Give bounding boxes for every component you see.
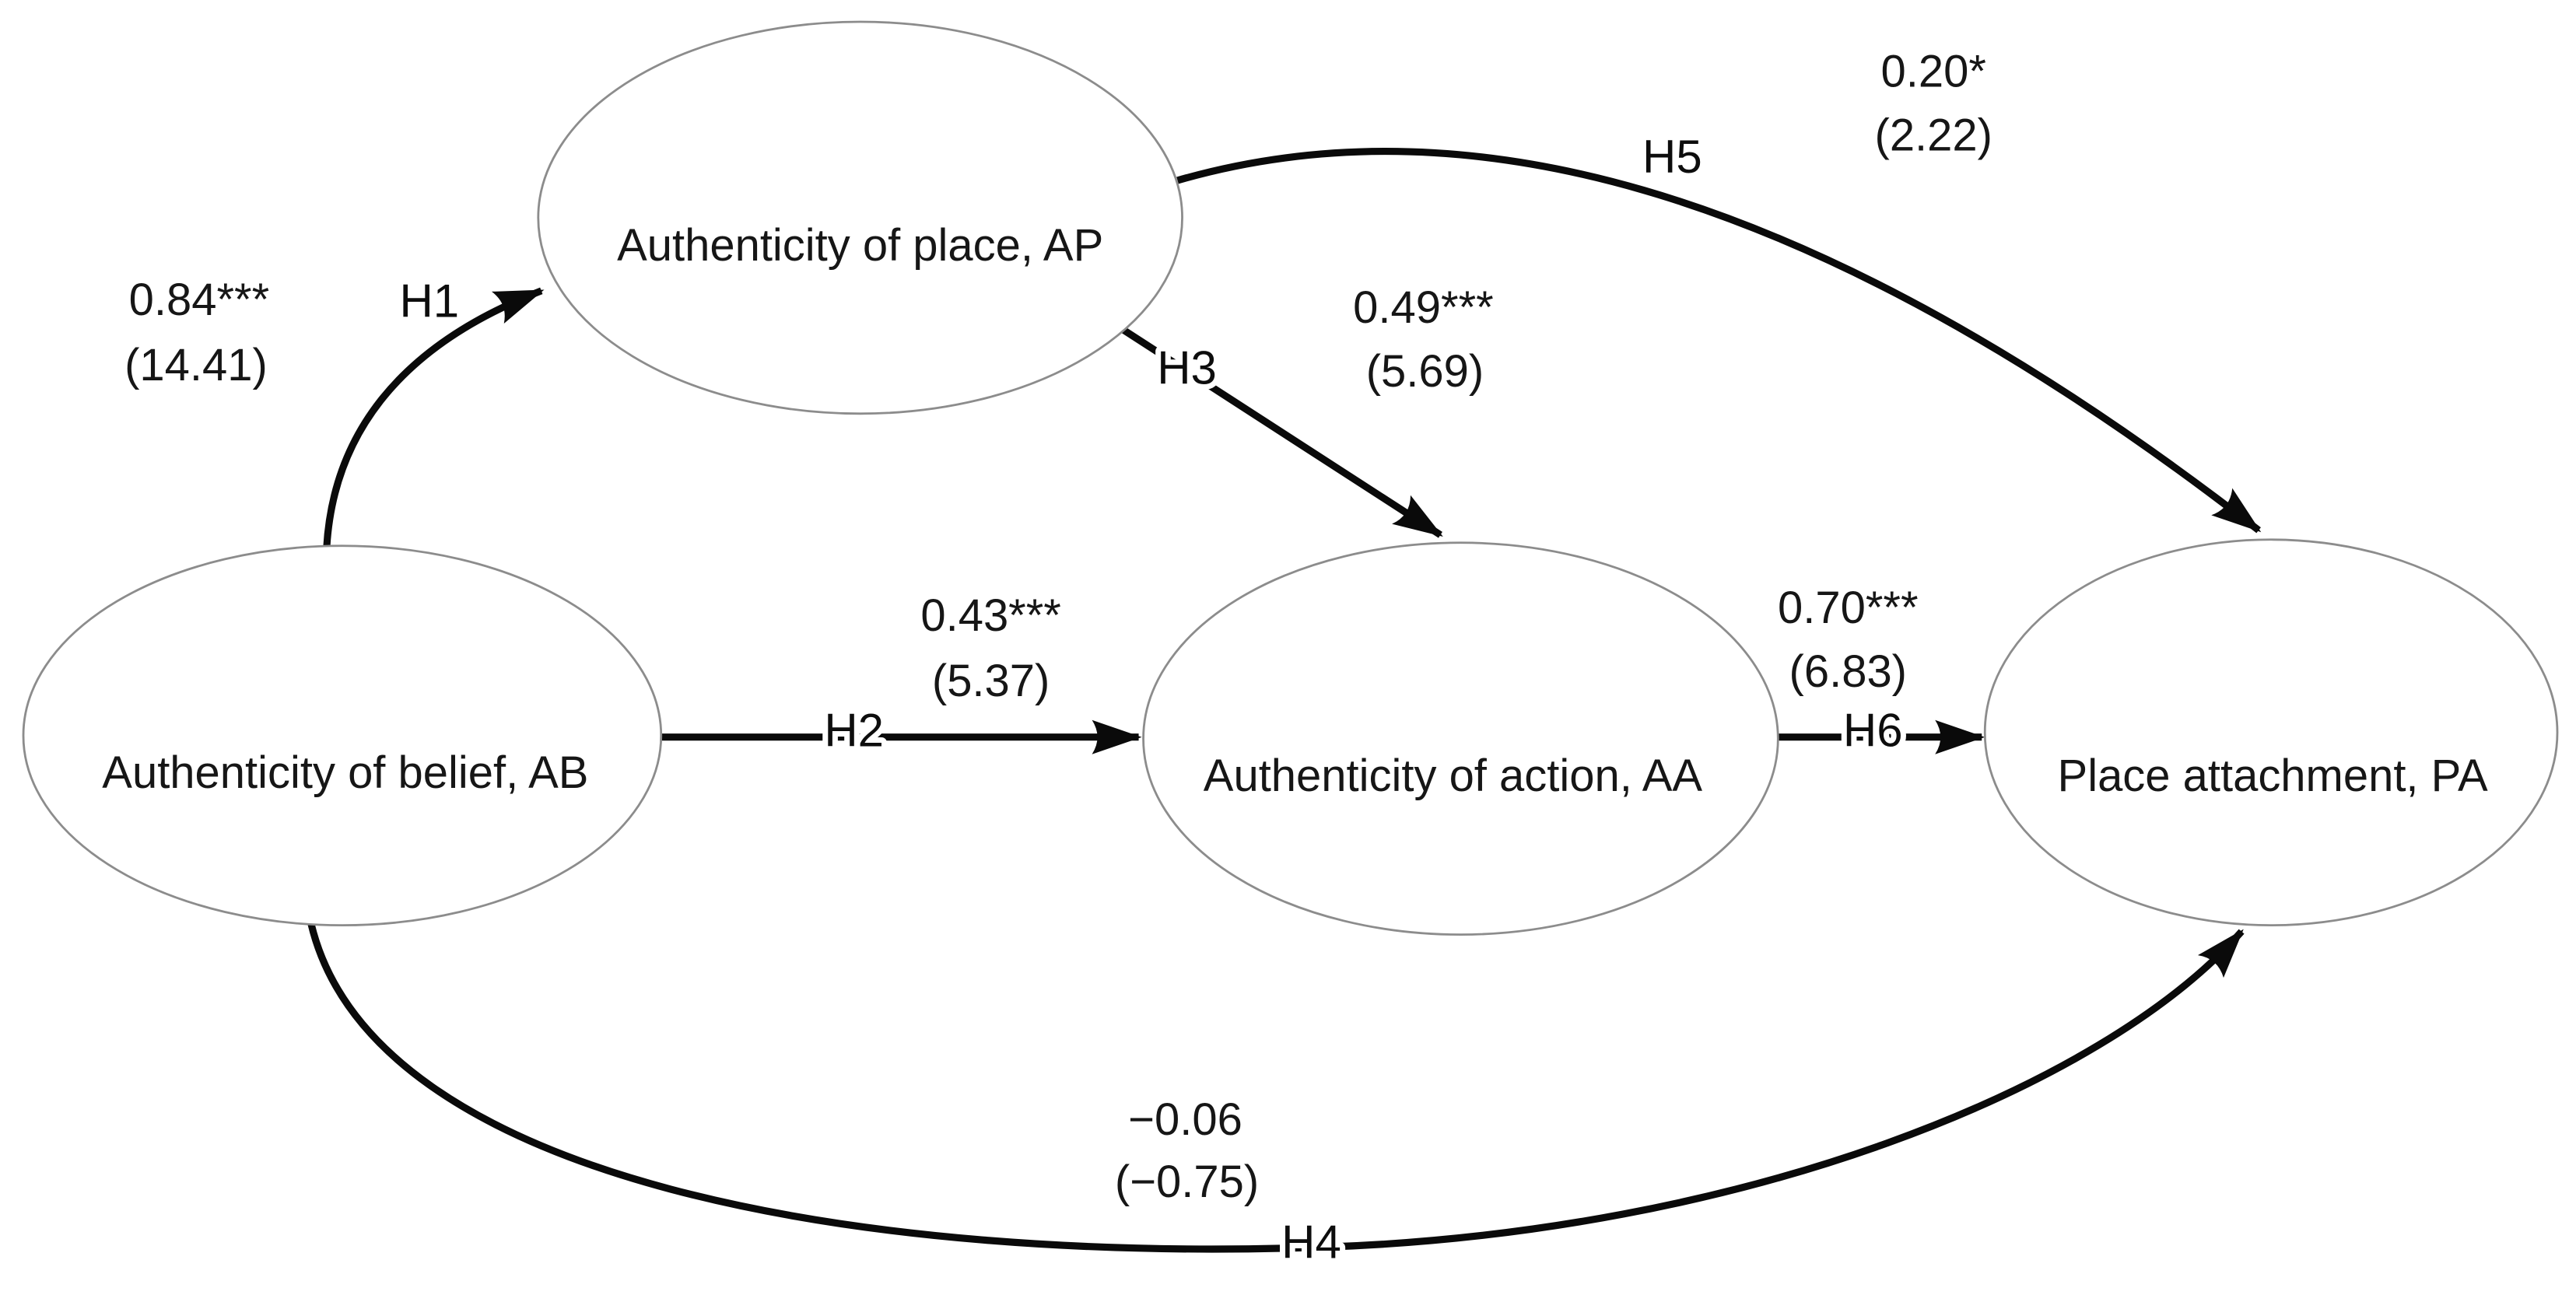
coef-h6: 0.70*** (1778, 583, 1919, 633)
label-h1: H1 (400, 275, 460, 327)
coef-h1: 0.84*** (129, 275, 270, 325)
node-ap-ellipse (537, 20, 1183, 415)
arrow-h1 (323, 287, 545, 548)
label-h3: H3 (1157, 342, 1217, 394)
label-h5: H5 (1642, 131, 1702, 183)
tval-h3: (5.69) (1366, 347, 1484, 397)
coef-h3: 0.49*** (1353, 283, 1494, 333)
coef-h4: −0.06 (1128, 1095, 1242, 1145)
tval-h1: (14.41) (124, 341, 268, 390)
node-aa-ellipse (1142, 541, 1779, 936)
node-pa-label: Place attachment, PA (2058, 751, 2488, 801)
node-ab-ellipse (22, 544, 663, 927)
arrow-h5 (1176, 147, 2262, 534)
node-pa-ellipse (1983, 538, 2559, 927)
arrow-h4 (307, 922, 2245, 1253)
coef-h5: 0.20* (1881, 47, 1986, 96)
arrow-h3 (1121, 327, 1443, 538)
label-h2: H2 (824, 705, 884, 757)
node-ap-label: Authenticity of place, AP (617, 221, 1103, 271)
label-h6: H6 (1843, 705, 1903, 757)
tval-h5: (2.22) (1875, 110, 1992, 160)
tval-h2: (5.37) (932, 656, 1050, 706)
coef-h2: 0.43*** (920, 591, 1061, 641)
node-aa-label: Authenticity of action, AA (1204, 751, 1703, 801)
tval-h4: (−0.75) (1115, 1157, 1259, 1207)
label-h4: H4 (1281, 1216, 1341, 1268)
tval-h6: (6.83) (1789, 647, 1907, 697)
node-ab-label: Authenticity of belief, AB (102, 748, 588, 798)
